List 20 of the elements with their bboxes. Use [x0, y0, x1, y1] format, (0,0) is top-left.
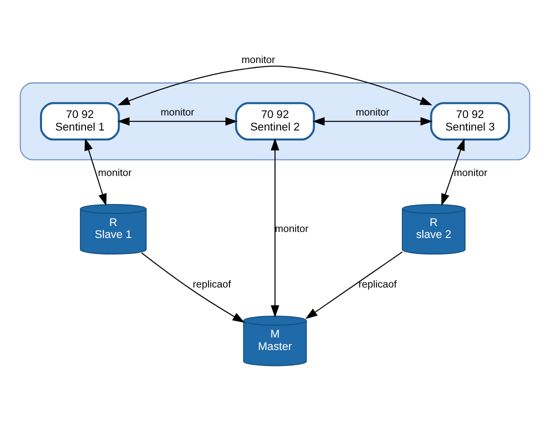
node-box: 70 92 Sentinel 3	[430, 102, 510, 141]
edge-label: monitor	[98, 168, 132, 179]
edge-label: monitor	[274, 224, 309, 235]
arrow	[441, 138, 465, 206]
arrow	[270, 138, 280, 318]
arrow	[305, 252, 403, 319]
arrow	[312, 117, 433, 126]
edge-label: replicaof	[192, 280, 231, 291]
edge-label: monitor	[356, 107, 390, 118]
arrow	[84, 138, 107, 206]
node-box: 70 92 Sentinel 1	[40, 102, 120, 141]
edge-label: replicaof	[358, 280, 397, 291]
arrow	[118, 66, 432, 106]
edge-label: monitor	[454, 168, 488, 179]
edge-label: monitor	[241, 55, 276, 66]
edge-label: monitor	[160, 107, 194, 118]
node-box: 70 92 Sentinel 2	[235, 102, 315, 141]
arrow	[117, 117, 238, 126]
cluster	[20, 82, 530, 160]
arrow	[141, 252, 245, 323]
